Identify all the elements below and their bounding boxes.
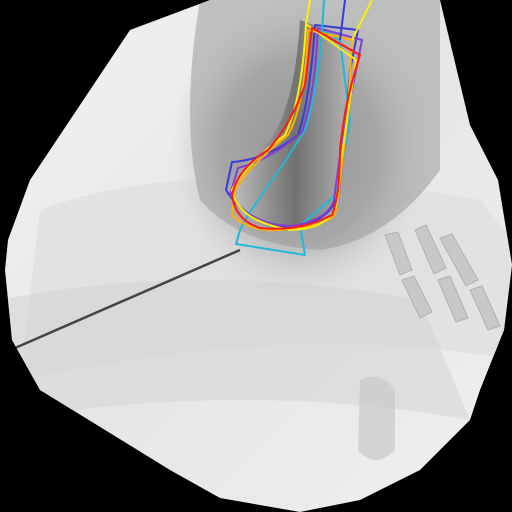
contour-cyan-ext (321, 0, 325, 31)
forearm-shadow (5, 280, 470, 420)
guide-wire (14, 248, 241, 350)
contour-blue-ext (339, 0, 346, 41)
segmentation-contours (225, 0, 373, 256)
bone-shaft (234, 20, 355, 230)
contour-red (231, 27, 361, 230)
contour-cyan (235, 29, 351, 256)
contour-orange (231, 29, 353, 232)
thumb-shadow (358, 376, 395, 460)
finger-bones (384, 224, 501, 331)
contour-yellow-ext (305, 0, 373, 41)
